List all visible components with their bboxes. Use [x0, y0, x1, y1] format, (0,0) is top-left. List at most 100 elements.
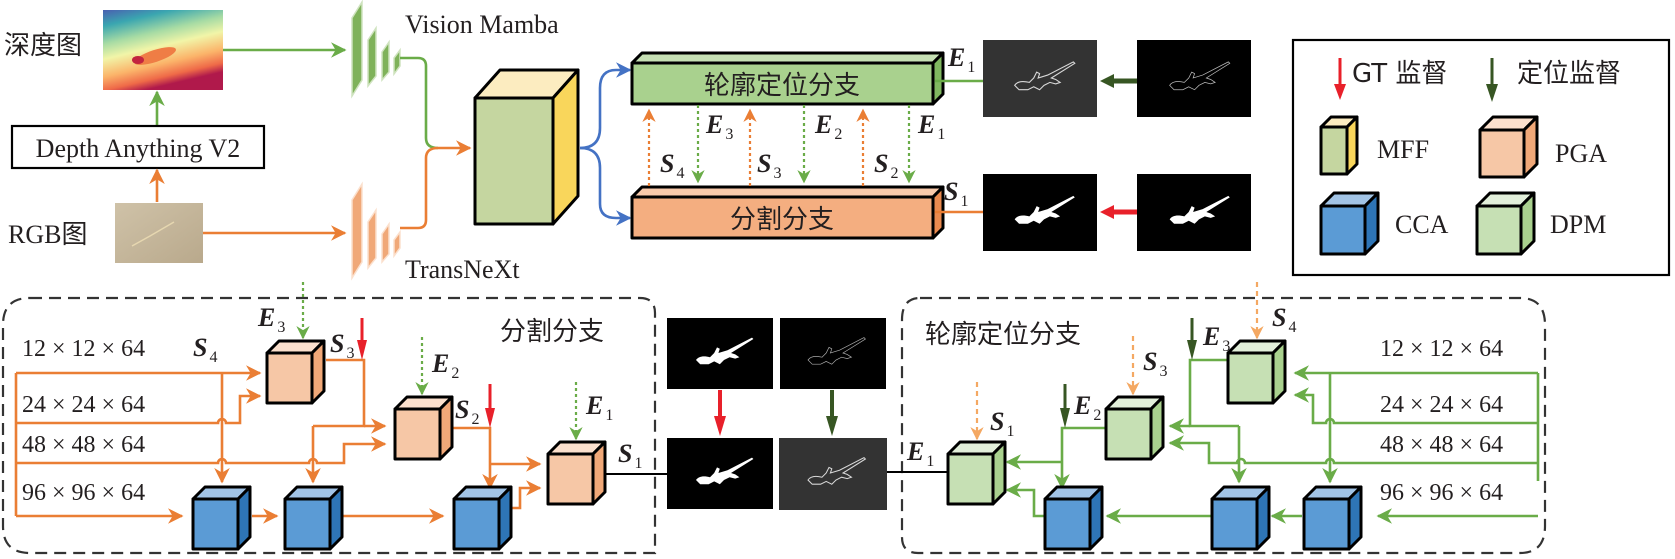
legend-loc-supervision: 定位监督	[1486, 58, 1621, 102]
contour-prediction-image	[983, 40, 1097, 117]
cca-cube-seg-3	[452, 485, 513, 551]
seg-dim-48: 48 × 48 × 64	[22, 432, 145, 458]
transnext-to-mff-arrow	[400, 140, 472, 230]
legend-cca-label: CCA	[1395, 210, 1449, 239]
legend-pga-label: PGA	[1555, 139, 1607, 168]
vision-mamba-label: Vision Mamba	[405, 10, 559, 39]
legend-box: GT 监督 定位监督 MFF PGA CCA	[1291, 38, 1671, 277]
dpm-cube-s3	[1104, 395, 1165, 461]
loc-supervision-arrowhead-top	[1100, 74, 1114, 88]
segment-prediction-image	[983, 174, 1097, 251]
contour-branch-label: 轮廓定位分支	[704, 71, 860, 101]
seg-dim-24: 24 × 24 × 64	[22, 392, 145, 418]
legend-dpm: DPM	[1475, 191, 1606, 256]
dark-green-arrow-icon	[1486, 84, 1498, 102]
contour-branch-bar: 轮廓定位分支	[630, 51, 945, 106]
transnext-encoder-icon	[351, 181, 401, 281]
contour-feature-lines	[1005, 358, 1540, 524]
seg-dim-12: 12 × 12 × 64	[22, 336, 145, 362]
contour-dim-96: 96 × 96 × 64	[1380, 480, 1503, 506]
cca-cube-seg-2	[283, 485, 344, 551]
mid-contour-gt-image	[780, 318, 886, 389]
dpm-cube-s1	[946, 440, 1007, 506]
dpm-cube-s4	[1226, 339, 1287, 405]
segment-branch-label: 分割分支	[730, 205, 834, 235]
cca-cube-icon	[1319, 204, 1367, 256]
legend-dpm-label: DPM	[1550, 210, 1606, 239]
contour-branch-panel	[900, 296, 1547, 555]
legend-cca: CCA	[1319, 191, 1449, 256]
loc-arrowhead-e3	[1187, 340, 1197, 360]
mff-cube-icon	[1319, 125, 1349, 176]
depth-map-image	[103, 10, 223, 90]
segment-gt-image	[1137, 174, 1251, 251]
pga-cube-s2	[393, 395, 454, 461]
seg-dim-96: 96 × 96 × 64	[22, 480, 145, 506]
mff-to-segment-arrow	[579, 146, 632, 226]
pga-cube-s1	[546, 440, 607, 506]
pga-cube-s3	[265, 339, 326, 405]
depth-map-label: 深度图	[4, 31, 82, 61]
mid-loc-arrowhead	[826, 416, 838, 436]
gt-arrowhead-s2	[485, 408, 495, 428]
mid-contour-prediction-image	[779, 438, 887, 510]
segment-branch-bar: 分割分支	[630, 185, 945, 240]
contour-gt-image	[1137, 40, 1251, 117]
loc-arrowhead-e2	[1060, 408, 1070, 428]
legend-pga: PGA	[1478, 115, 1607, 179]
gt-supervision-arrowhead-top	[1100, 205, 1114, 219]
contour-dim-24: 24 × 24 × 64	[1380, 392, 1503, 418]
cca-cube-seg-1	[191, 485, 252, 551]
depth-anything-box: Depth Anything V2	[10, 124, 266, 170]
legend-mff-label: MFF	[1377, 135, 1429, 164]
contour-panel-title: 轮廓定位分支	[925, 320, 1081, 350]
segment-panel-title: 分割分支	[500, 317, 604, 347]
mff-module-cube	[473, 68, 580, 226]
mid-segment-gt-image	[667, 318, 773, 389]
contour-dim-48: 48 × 48 × 64	[1380, 432, 1503, 458]
pga-cube-icon	[1478, 128, 1526, 179]
legend-gt-supervision: GT 监督	[1334, 58, 1447, 100]
legend-mff: MFF	[1319, 115, 1429, 176]
depth-anything-label: Depth Anything V2	[36, 134, 241, 163]
gt-arrowhead-s3	[357, 340, 367, 360]
cca-cube-contour-2	[1210, 485, 1271, 551]
mff-to-contour-arrow	[579, 62, 632, 150]
rgb-image-label: RGB图	[8, 220, 87, 249]
cca-cube-contour-3	[1302, 485, 1363, 551]
rgb-image	[115, 203, 203, 263]
mid-segment-prediction-image	[667, 438, 773, 509]
transnext-label: TransNeXt	[405, 255, 520, 284]
legend-gt-label: GT 监督	[1352, 59, 1447, 89]
mid-gt-arrowhead	[714, 416, 726, 436]
mamba-to-mff-line	[400, 56, 439, 150]
red-arrow-icon	[1334, 84, 1346, 100]
legend-loc-label: 定位监督	[1517, 59, 1621, 89]
cca-cube-contour-1	[1043, 485, 1104, 551]
vision-mamba-encoder-icon	[351, 0, 401, 99]
dpm-cube-icon	[1475, 204, 1523, 256]
